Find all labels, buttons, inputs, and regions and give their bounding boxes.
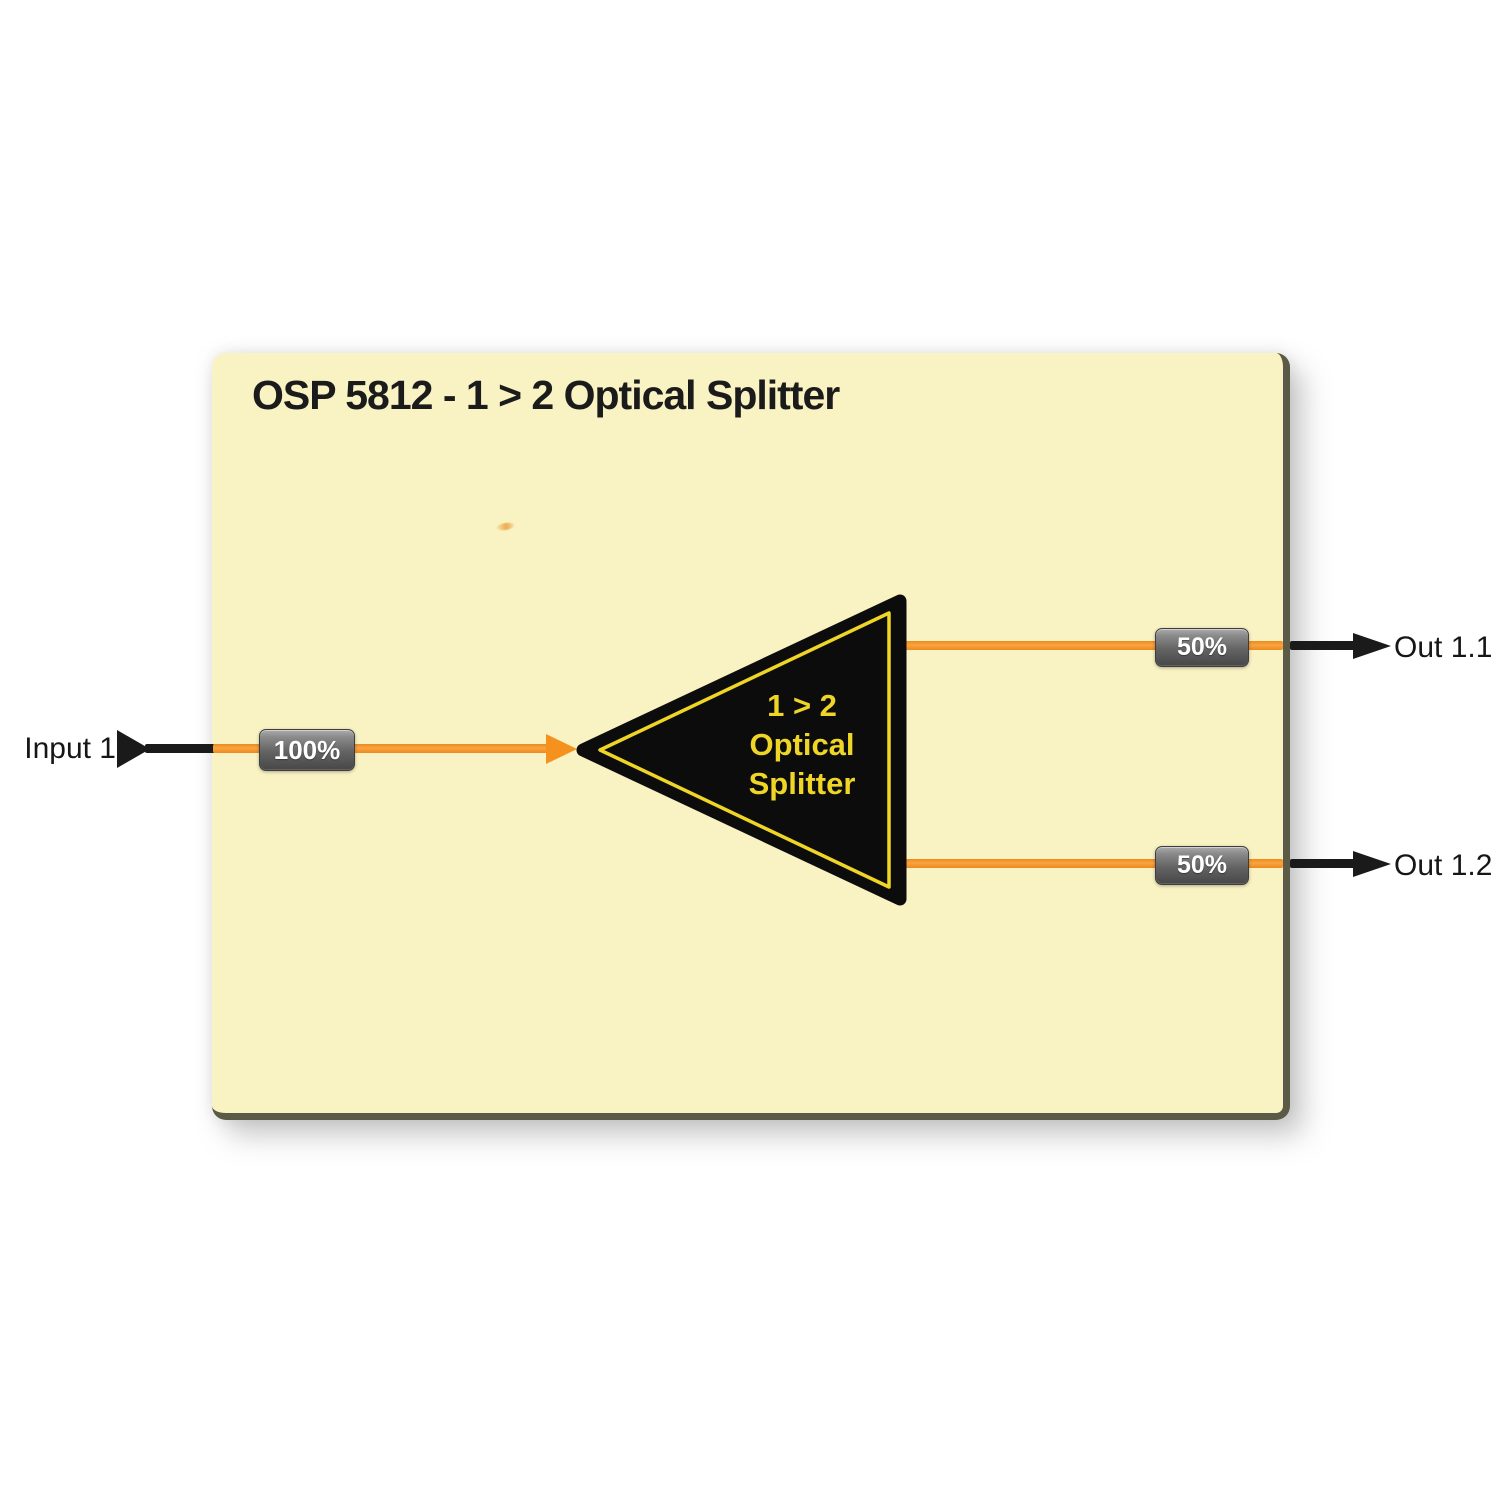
splitter-label-line-1: 1 > 2: [767, 688, 837, 723]
diagram-title: OSP 5812 - 1 > 2 Optical Splitter: [252, 372, 840, 418]
splitter-triangle-outline: [598, 611, 891, 889]
input-wire-orange: [213, 744, 549, 753]
input-label: Input 1: [24, 732, 116, 765]
output2-power-badge: 50%: [1155, 846, 1249, 885]
splitter-label-line-3: Splitter: [748, 766, 856, 801]
splitter-label: 1 > 2 Optical Splitter: [712, 686, 892, 803]
input-wire-arrowhead-orange-icon: [546, 734, 577, 764]
output1-wire-black: [1290, 641, 1355, 650]
output2-label: Out 1.2: [1394, 849, 1493, 882]
output1-power-badge: 50%: [1155, 628, 1249, 667]
output1-wire-orange: [896, 641, 1283, 650]
output2-arrowhead-icon: [1353, 851, 1391, 877]
splitter-triangle: [576, 594, 907, 906]
splitter-triangle-body: [576, 594, 907, 906]
splitter-label-line-2: Optical: [749, 727, 855, 762]
output1-label: Out 1.1: [1394, 631, 1493, 664]
input-wire-black: [145, 744, 215, 753]
output2-wire-orange: [896, 859, 1283, 868]
output1-arrowhead-icon: [1353, 633, 1391, 659]
input-power-badge: 100%: [259, 729, 355, 771]
output2-wire-black: [1290, 859, 1355, 868]
input-arrowhead-icon: [117, 730, 150, 768]
